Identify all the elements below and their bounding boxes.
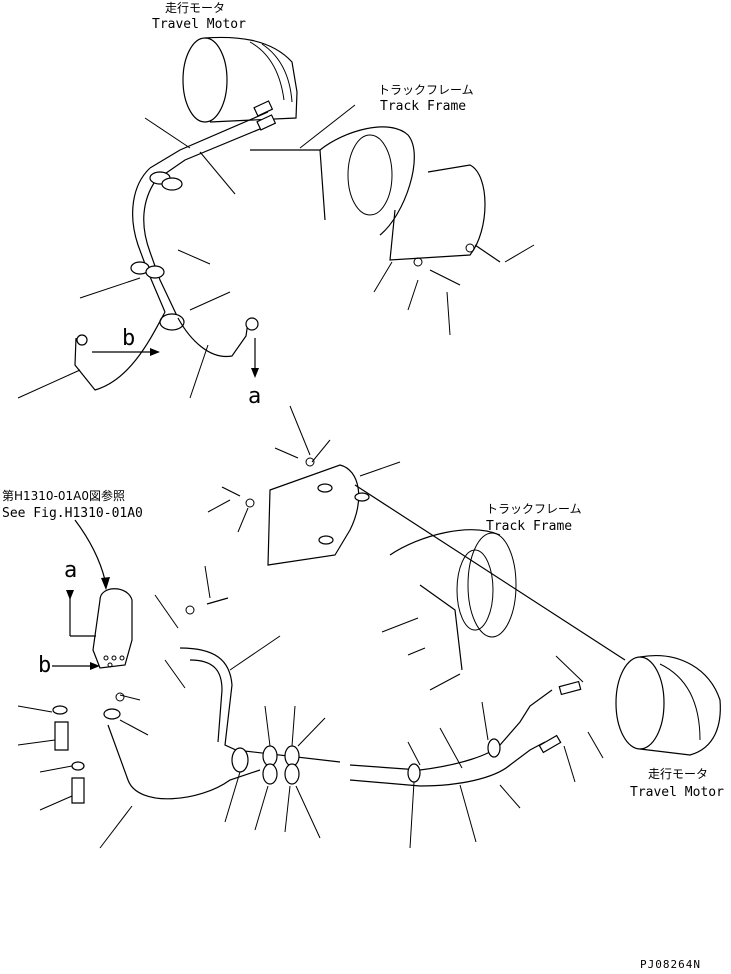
see-fig-jp: 第H1310-01A0図参照 — [2, 488, 125, 503]
motor-hoses-top — [74, 100, 277, 391]
leader-lines-top — [17, 104, 535, 399]
arrow-a-left-label: a — [64, 558, 77, 583]
see-fig-en: See Fig.H1310-01A0 — [2, 506, 143, 521]
arrow-a-left — [66, 590, 96, 637]
track-frame-bottom — [389, 529, 517, 671]
arrow-b-top — [92, 348, 160, 356]
cover-plate — [185, 447, 370, 615]
top-assembly — [17, 36, 535, 399]
arrow-b-left-label: b — [38, 653, 51, 678]
arrow-b-top-label: b — [122, 326, 135, 351]
arrow-b-left — [52, 662, 100, 670]
bottom-hoses — [107, 484, 626, 800]
travel-motor-top-en: Travel Motor — [152, 17, 246, 32]
leader-lines-bottom — [17, 405, 604, 849]
track-frame-bottom-en: Track Frame — [486, 519, 572, 534]
track-frame-bottom-jp: トラックフレーム — [486, 502, 582, 516]
track-frame-top-en: Track Frame — [380, 99, 466, 114]
track-frame-top-jp: トラックフレーム — [378, 83, 474, 97]
arrow-a-top — [251, 338, 259, 378]
travel-motor-bottom — [615, 655, 721, 756]
arrow-a-top-label: a — [248, 384, 261, 409]
travel-motor-bottom-en: Travel Motor — [630, 785, 724, 800]
travel-motor-top — [182, 36, 298, 123]
fittings-left — [52, 692, 125, 804]
track-frame-top — [250, 126, 501, 286]
see-fig-leader — [74, 519, 110, 590]
travel-motor-bottom-jp: 走行モータ — [648, 767, 708, 781]
travel-motor-top-jp: 走行モータ — [165, 1, 225, 15]
bottom-assembly — [17, 405, 721, 849]
valve-block — [92, 588, 133, 669]
drawing-code: PJ08264N — [640, 958, 701, 971]
